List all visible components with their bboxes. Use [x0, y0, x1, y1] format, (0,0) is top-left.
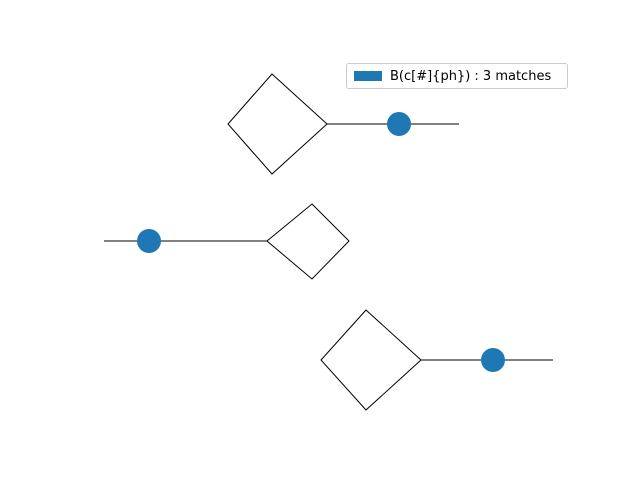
- matched-atom-2: [137, 229, 161, 253]
- fragment-1: [227, 73, 459, 175]
- ring-1: [227, 73, 328, 175]
- ring-3: [320, 309, 422, 411]
- matched-atom-3: [481, 348, 505, 372]
- fragment-2: [104, 203, 350, 280]
- fragment-3: [320, 309, 553, 411]
- legend-swatch: [354, 71, 382, 81]
- matched-atom-1: [387, 112, 411, 136]
- legend: B(c[#]{ph}) : 3 matches: [346, 63, 568, 89]
- legend-label: B(c[#]{ph}) : 3 matches: [390, 68, 552, 84]
- ring-2: [266, 203, 350, 280]
